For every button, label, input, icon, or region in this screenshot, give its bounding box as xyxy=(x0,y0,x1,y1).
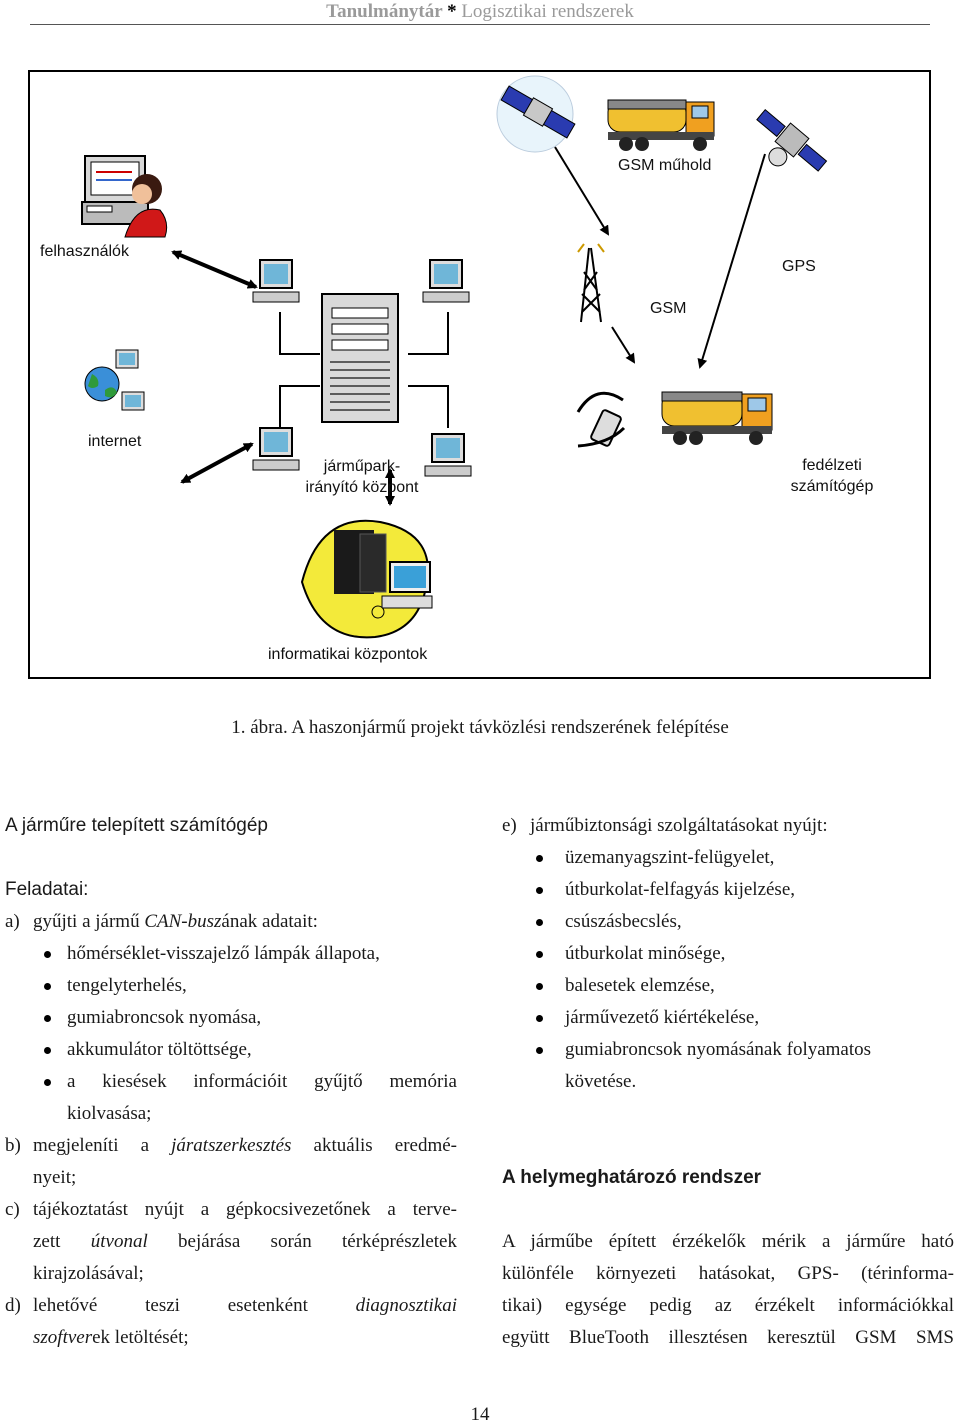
list-item: járművezető kiértékelése, xyxy=(502,1002,954,1034)
list-item: csúszásbecslés, xyxy=(502,906,954,938)
paragraph-line: A járműbe épített érzékelők mérik a járm… xyxy=(502,1231,954,1252)
right-column: e) járműbiztonsági szolgáltatásokat nyúj… xyxy=(502,810,954,1354)
task-a-text-end: ának adatait: xyxy=(221,911,318,932)
task-d: d) lehetővé teszi esetenként diagnosztik… xyxy=(5,1290,457,1354)
monitor-icon-1 xyxy=(252,259,300,303)
task-d-text-end: ek letöltését; xyxy=(92,1327,189,1348)
task-a-bullets: hőmérséklet-visszajelző lámpák állapota,… xyxy=(5,938,457,1130)
monitor-icon-3 xyxy=(252,427,300,471)
list-item: gumiabroncsok nyomása, xyxy=(5,1002,457,1034)
list-item: útburkolat-felfagyás kijelzése, xyxy=(502,874,954,906)
task-d-em2: szoftver xyxy=(33,1327,93,1348)
label-gsm: GSM xyxy=(650,300,687,317)
arrow-gsm-mast xyxy=(611,326,636,364)
task-a: a) gyűjti a jármű CAN-buszának adatait: xyxy=(5,906,457,938)
arrow-gsm-sat xyxy=(554,146,610,236)
running-header: Tanulmánytár * Logisztikai rendszerek xyxy=(0,0,960,30)
list-item-line2: követése. xyxy=(565,1071,637,1092)
task-b-tag: b) xyxy=(5,1135,21,1156)
gps-satellite-icon xyxy=(756,108,828,172)
task-c-line3: kirajzolásával; xyxy=(33,1263,144,1284)
internet-globe-icon xyxy=(84,349,145,411)
left-column: A járműre telepített számítógép Feladata… xyxy=(5,810,457,1354)
task-a-em: CAN-busz xyxy=(144,911,222,932)
mobile-phone-icon xyxy=(576,391,626,448)
list-item: üzemanyagszint-felügyelet, xyxy=(502,842,954,874)
list-item: útburkolat minősége, xyxy=(502,938,954,970)
network-diagram xyxy=(81,75,828,639)
paragraph-line: tikai) egysége pedig az érzékelt informá… xyxy=(502,1295,954,1316)
task-e: e) járműbiztonsági szolgáltatásokat nyúj… xyxy=(502,810,954,842)
arrow-internet xyxy=(180,442,254,484)
list-item: hőmérséklet-visszajelző lámpák állapota, xyxy=(5,938,457,970)
task-e-text: járműbiztonsági szolgáltatásokat nyújt: xyxy=(530,815,828,836)
informatics-center-icon xyxy=(300,519,433,639)
label-fleet-line2: irányító központ xyxy=(305,479,419,496)
task-d-tag: d) xyxy=(5,1295,21,1316)
tanker-truck-top-icon xyxy=(607,99,715,151)
paragraph-line: különféle környezeti hatásokat, GPS- (té… xyxy=(502,1263,954,1284)
server-tower-icon xyxy=(321,293,399,423)
page-number: 14 xyxy=(470,1404,490,1425)
header-book-title: Logisztikai rendszerek xyxy=(461,1,634,22)
list-item-line1: gumiabroncsok nyomásának folyamatos xyxy=(565,1039,872,1060)
figure-frame: felhasználók GSM műhold GPS GSM internet… xyxy=(28,70,931,679)
task-c-text-end: bejárása során térképrészletek xyxy=(147,1231,457,1252)
task-c-line1: tájékoztatást nyújt a gépkocsivezetőnek … xyxy=(33,1199,457,1220)
task-e-bullets: üzemanyagszint-felügyelet, útburkolat-fe… xyxy=(502,842,954,1098)
task-d-em: diagnosztikai xyxy=(355,1295,457,1316)
figure-caption: 1. ábra. A haszonjármű projekt távközlés… xyxy=(231,717,729,738)
label-onboard-line2: számítógép xyxy=(790,478,874,495)
list-item: a kiesések információit gyűjtő memória k… xyxy=(5,1066,457,1130)
task-c-em: útvonal xyxy=(90,1231,148,1252)
label-gsm-satellite: GSM műhold xyxy=(618,157,712,174)
gsm-mast-icon xyxy=(577,243,605,323)
gsm-satellite-icon xyxy=(496,75,576,153)
arrow-gps xyxy=(697,153,766,369)
list-item: gumiabroncsok nyomásának folyamatos köve… xyxy=(502,1034,954,1098)
list-item-line1: a kiesések információit gyűjtő memória xyxy=(67,1071,457,1092)
label-fleet-line1: járműpark- xyxy=(323,458,401,475)
label-gps: GPS xyxy=(782,258,816,275)
label-onboard-computer: fedélzeti számítógép xyxy=(782,455,882,497)
task-a-text: gyűjti a jármű xyxy=(33,911,145,932)
positioning-paragraph: A járműbe épített érzékelők mérik a járm… xyxy=(502,1226,954,1354)
task-d-text: lehetővé teszi esetenként xyxy=(33,1295,356,1316)
user-at-computer-icon xyxy=(81,155,168,238)
list-item: akkumulátor töltöttsége, xyxy=(5,1034,457,1066)
label-onboard-line1: fedélzeti xyxy=(802,457,862,474)
task-c-tag: c) xyxy=(5,1199,20,1220)
tasks-heading: Feladatai: xyxy=(5,879,89,900)
tanker-truck-onboard-icon xyxy=(661,391,773,445)
section-title-onboard-computer: A járműre telepített számítógép xyxy=(5,815,268,836)
label-fleet-control-center: járműpark- irányító központ xyxy=(292,456,432,498)
header-rule xyxy=(30,24,930,25)
label-informatics-centers: informatikai központok xyxy=(268,646,428,663)
arrow-users xyxy=(171,250,258,289)
label-users: felhasználók xyxy=(40,243,129,260)
task-b-text: megjeleníti a xyxy=(33,1135,172,1156)
header-separator: * xyxy=(447,1,457,22)
network-lines xyxy=(279,312,449,428)
task-e-tag: e) xyxy=(502,815,517,836)
list-item-line2: kiolvasása; xyxy=(67,1103,152,1124)
section-title-positioning: A helymeghatározó rendszer xyxy=(502,1167,762,1188)
paragraph-line: együtt BlueTooth illesztésen keresztül G… xyxy=(502,1327,954,1348)
task-c-text: zett xyxy=(33,1231,91,1252)
list-item: tengelyterhelés, xyxy=(5,970,457,1002)
label-internet: internet xyxy=(88,433,142,450)
header-publication: Tanulmánytár xyxy=(326,1,443,22)
task-c: c) tájékoztatást nyújt a gépkocsivezetőn… xyxy=(5,1194,457,1290)
task-b-line2: nyeit; xyxy=(33,1167,77,1188)
monitor-icon-4 xyxy=(424,433,472,477)
task-b-em: járatszerkesztés xyxy=(171,1135,292,1156)
task-b-text-end: aktuális eredmé- xyxy=(291,1135,457,1156)
list-item: balesetek elemzése, xyxy=(502,970,954,1002)
monitor-icon-2 xyxy=(422,259,470,303)
task-a-tag: a) xyxy=(5,911,20,932)
task-b: b) megjeleníti a járatszerkesztés aktuál… xyxy=(5,1130,457,1194)
